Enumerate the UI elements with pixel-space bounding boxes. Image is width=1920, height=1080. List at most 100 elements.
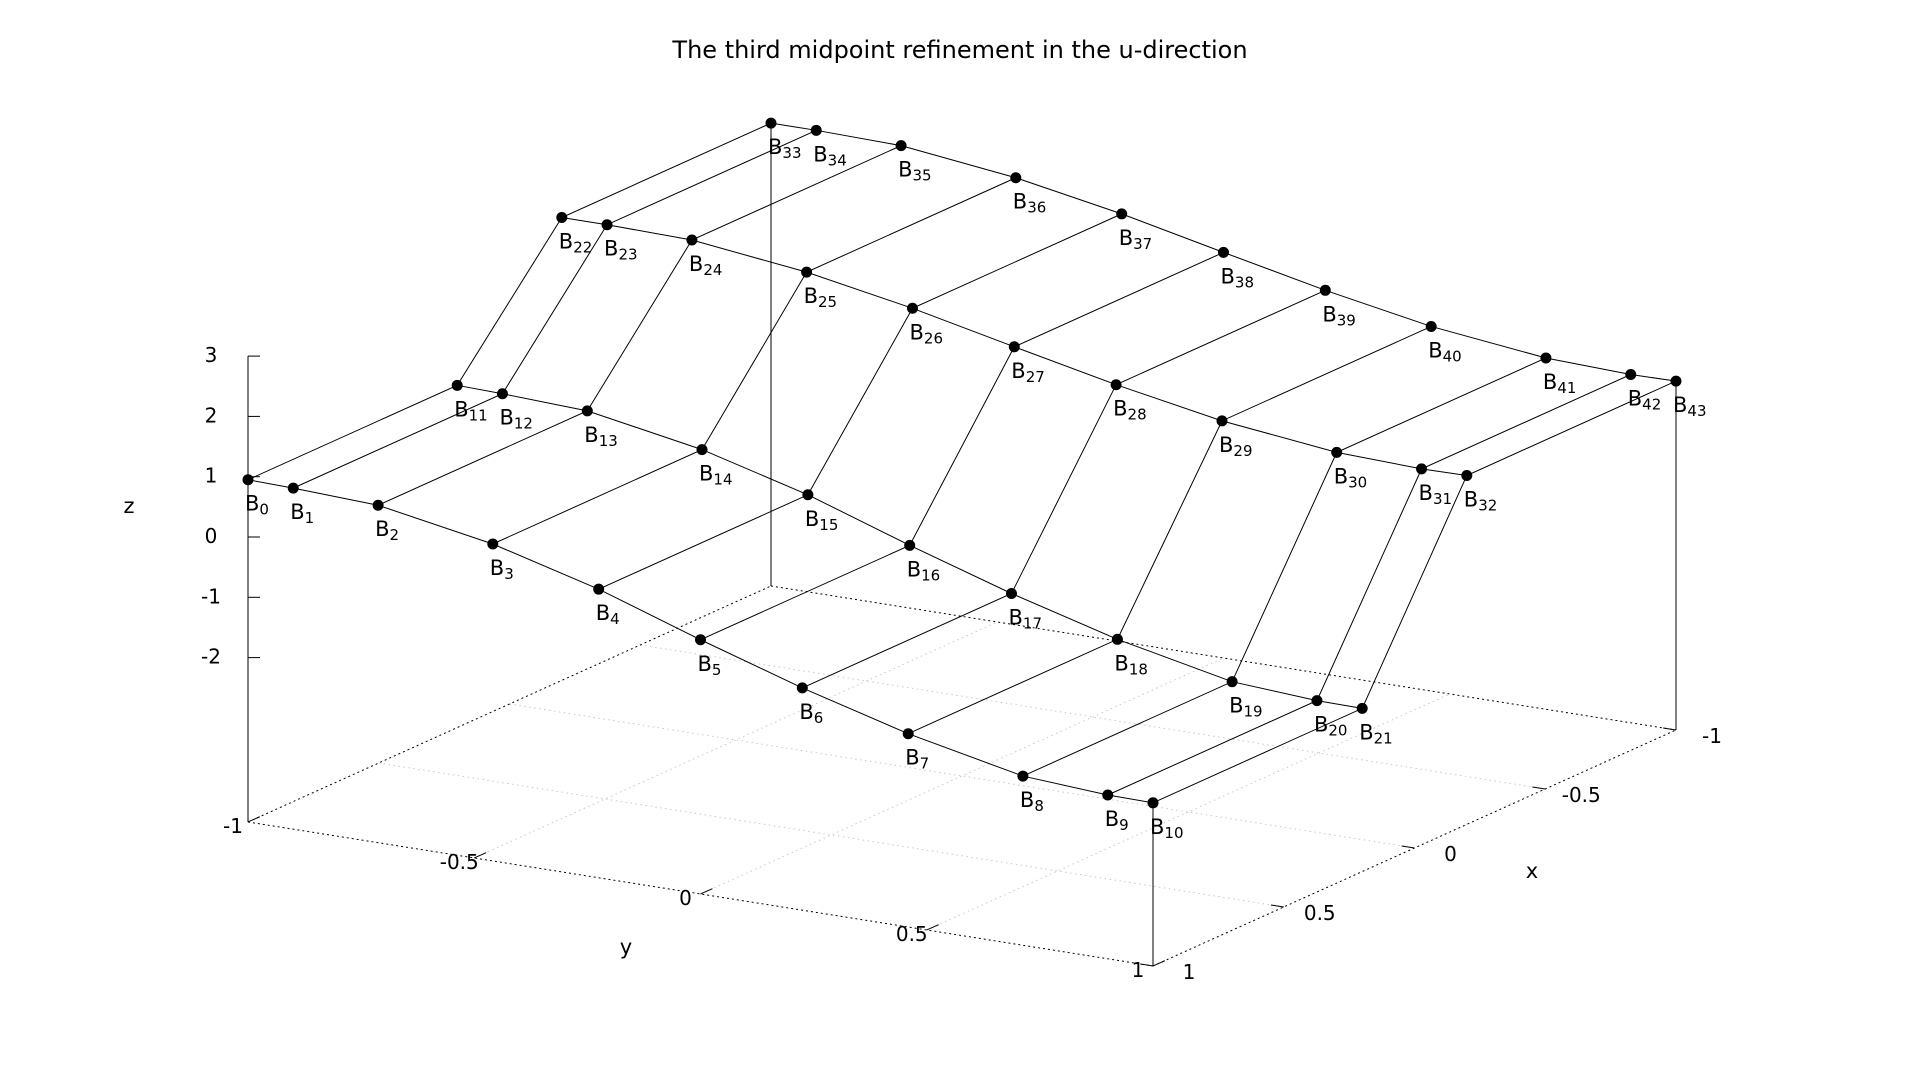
point-label-b16: B16 [907, 557, 941, 584]
mesh-column-5 [700, 251, 1224, 641]
point-label-b0: B0 [245, 492, 269, 519]
base-grid-line-y-0.5 [926, 693, 1450, 931]
x-tick-label-0.5: 0.5 [1304, 901, 1336, 925]
y-axis-label: y [620, 935, 632, 959]
point-label-b3: B3 [490, 556, 514, 583]
point-label-b6: B6 [799, 700, 823, 727]
mesh-column-8 [1022, 357, 1547, 777]
control-point-b2 [372, 499, 384, 511]
point-label-b17: B17 [1009, 606, 1043, 633]
plot-title: The third midpoint refinement in the u-d… [671, 36, 1247, 64]
control-point-b21 [1356, 702, 1368, 714]
point-label-b37: B37 [1119, 226, 1153, 253]
control-point-b16 [904, 539, 916, 551]
point-label-b36: B36 [1013, 190, 1047, 217]
control-point-b40 [1425, 320, 1437, 332]
control-point-b8 [1017, 770, 1029, 782]
point-label-b34: B34 [813, 142, 847, 169]
mesh-column-3 [492, 177, 1017, 545]
control-point-b4 [593, 583, 605, 595]
point-label-b23: B23 [604, 237, 638, 264]
control-point-b31 [1416, 463, 1428, 475]
control-point-b0 [242, 474, 254, 486]
mesh-column-6 [802, 289, 1326, 689]
control-point-b34 [810, 124, 822, 136]
y-tick-label-0.5: 0.5 [896, 922, 928, 946]
point-label-b11: B11 [454, 397, 488, 424]
point-label-b27: B27 [1011, 359, 1045, 386]
y-tick-0 [700, 888, 713, 895]
control-point-b33 [765, 117, 777, 129]
point-label-b43: B43 [1673, 393, 1707, 420]
control-point-b5 [695, 634, 706, 646]
y-tick--0.5 [474, 852, 487, 859]
control-point-b38 [1218, 246, 1229, 258]
control-point-b14 [696, 444, 708, 456]
mesh-column-4 [598, 213, 1122, 590]
base-grid-line-y--0.5 [474, 621, 998, 859]
point-label-b42: B42 [1628, 386, 1662, 413]
point-label-b13: B13 [584, 423, 618, 450]
point-label-b39: B39 [1322, 302, 1356, 329]
control-point-b22 [556, 212, 568, 224]
control-point-b7 [902, 728, 914, 740]
z-tick-label-1: 1 [205, 464, 218, 488]
point-label-b7: B7 [905, 746, 929, 773]
control-point-b1 [287, 482, 299, 494]
control-point-b18 [1111, 633, 1123, 645]
x-tick-label-1: 1 [1183, 960, 1196, 984]
base-grid-line-y-0 [700, 657, 1224, 895]
point-label-b10: B10 [1150, 815, 1184, 842]
control-point-b10 [1147, 797, 1159, 809]
z-tick-label-2: 2 [205, 403, 218, 427]
control-point-b13 [581, 405, 593, 417]
x-tick--0.5 [1532, 786, 1546, 790]
mesh-column-1 [293, 129, 817, 489]
point-label-b32: B32 [1464, 487, 1498, 514]
control-point-b29 [1216, 415, 1228, 427]
point-label-b15: B15 [805, 507, 839, 534]
control-point-b3 [487, 538, 499, 550]
control-point-b26 [906, 302, 918, 314]
control-point-b36 [1010, 172, 1022, 184]
control-point-b12 [496, 388, 508, 400]
z-tick-label--1: -1 [201, 584, 221, 608]
control-point-b32 [1461, 469, 1473, 481]
control-point-b20 [1311, 695, 1323, 707]
point-label-b30: B30 [1334, 464, 1368, 491]
mesh-column-2 [377, 145, 902, 506]
control-point-b35 [895, 140, 907, 152]
control-point-b9 [1102, 789, 1114, 801]
y-tick-label--1: -1 [223, 814, 243, 838]
control-point-b41 [1540, 352, 1552, 364]
z-tick-label-3: 3 [205, 343, 218, 367]
y-tick-label--0.5: -0.5 [440, 850, 479, 874]
mesh-column-10 [1152, 380, 1677, 804]
z-tick-label--2: -2 [201, 645, 221, 669]
z-tick-label-0: 0 [205, 524, 218, 548]
control-point-b30 [1331, 446, 1343, 458]
point-label-b25: B25 [804, 284, 838, 311]
y-tick-label-1: 1 [1132, 958, 1145, 982]
point-label-b8: B8 [1020, 788, 1044, 815]
y-tick-label-0: 0 [679, 886, 692, 910]
control-point-b42 [1625, 368, 1637, 380]
z-axis-label: z [123, 494, 134, 518]
point-label-b35: B35 [898, 158, 932, 185]
y-tick--1 [247, 816, 261, 823]
x-axis-label: x [1526, 859, 1538, 883]
control-point-b17 [1006, 588, 1018, 600]
point-label-b1: B1 [290, 500, 314, 527]
control-point-b43 [1670, 375, 1682, 387]
control-point-b23 [601, 219, 613, 231]
control-point-b25 [801, 266, 813, 278]
mesh-column-7 [907, 325, 1432, 735]
point-label-b5: B5 [698, 652, 722, 679]
point-label-b9: B9 [1105, 807, 1129, 834]
control-point-b37 [1116, 208, 1128, 220]
x-tick-0.5 [1270, 904, 1284, 908]
control-point-b11 [451, 379, 463, 391]
